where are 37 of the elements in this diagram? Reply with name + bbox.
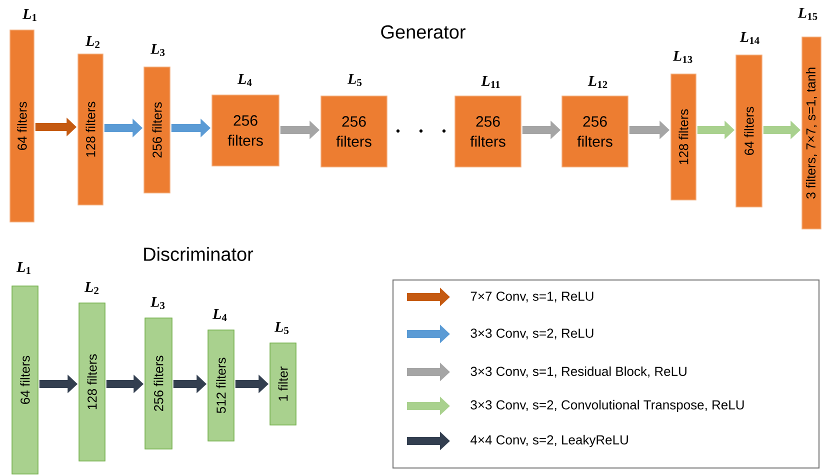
layer-box: 256 filters [144, 66, 170, 194]
layer-box: 3 filters, 7×7, s=1, tanh [802, 36, 822, 230]
layer-label: L$_{1}$ [22, 9, 36, 21]
layer-box: 64 filters [736, 54, 762, 208]
title: Generator [381, 25, 466, 39]
layer-label: L$_{12}$ [588, 76, 608, 88]
layer-box: 1 filter [270, 342, 296, 426]
layer-box: 256 filters [320, 96, 388, 168]
layer-label: L$_{4}$ [212, 309, 227, 321]
layer-label: L$_{5}$ [347, 74, 362, 86]
layer-box: 256 filters [144, 318, 172, 450]
layer-label: L$_{3}$ [150, 296, 165, 310]
layer-label: L$_{13}$ [672, 50, 692, 64]
section-title: Discriminator [144, 247, 254, 261]
layer-box: 512 filters [208, 330, 234, 442]
layer-label: L$_{15}$ [798, 8, 818, 20]
layer-box: 256 filters [562, 96, 628, 168]
layer-label: L$_{4}$ [237, 74, 252, 86]
legend-text: 3×3 Conv, s=2, ReLU [470, 328, 594, 340]
layer-label: L$_{1}$ [16, 262, 30, 274]
layer-label: L$_{3}$ [150, 44, 165, 56]
layer-box: 64 filters [10, 30, 34, 222]
legend-text: 3×3 Conv, s=1, Residual Block, ReLU [470, 366, 686, 378]
legend-text: 4×4 Conv, s=2, LeakyReLU [470, 434, 628, 448]
layer-box: 64 filters [12, 286, 38, 474]
layer-box: 128 filters [78, 54, 104, 206]
legend-text: 3×3 Conv, s=2, Convolutional Transpose, ReLU [470, 400, 744, 412]
layer-box: 128 filters [670, 74, 696, 200]
layer-label: L$_{11}$ [481, 76, 500, 88]
layer-label: L$_{2}$ [85, 36, 100, 48]
layer-label: L$_{2}$ [84, 282, 99, 294]
layer-box: 256 filters [212, 94, 280, 166]
layer-box: 256 filters [454, 96, 522, 168]
layer-box: 128 filters [78, 302, 106, 462]
layer-label: L$_{14}$ [740, 32, 760, 44]
layer-label: L$_{5}$ [274, 322, 289, 334]
legend-text: 7×7 Conv, s=1, ReLU [470, 292, 594, 302]
